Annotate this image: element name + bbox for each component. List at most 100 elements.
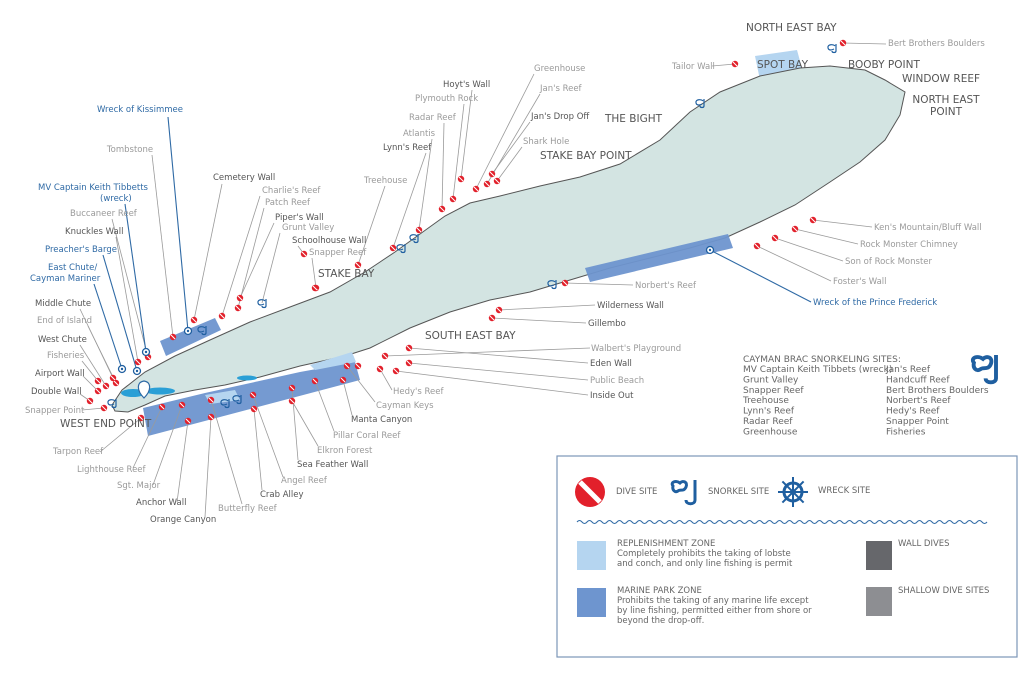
site-label-plymouth-rock[interactable]: Plymouth Rock [415,94,478,104]
site-label-norberts-reef[interactable]: Norbert's Reef [635,281,697,291]
dive-site-icon[interactable] [343,362,351,370]
dive-site-icon[interactable] [381,352,389,360]
dive-site-icon[interactable] [392,367,400,375]
snorkel-site-icon[interactable] [827,44,837,54]
site-label-snapper-point[interactable]: Snapper Point [25,406,85,416]
dive-site-icon[interactable] [207,396,215,404]
dive-site-icon[interactable] [488,314,496,322]
site-label-greenhouse[interactable]: Greenhouse [534,64,585,74]
dive-site-icon[interactable] [354,362,362,370]
dive-site-icon[interactable] [311,377,319,385]
site-label-rock-monster-chimney[interactable]: Rock Monster Chimney [860,240,958,250]
snorkel-site-icon[interactable] [396,244,406,254]
site-label-buccaneer-reef[interactable]: Buccaneer Reef [70,209,138,219]
dive-site-icon[interactable] [561,279,569,287]
dive-site-icon[interactable] [134,358,142,366]
dive-site-icon[interactable] [288,384,296,392]
dive-site-icon[interactable] [184,417,192,425]
snorkel-site-icon[interactable] [257,299,267,309]
dive-site-icon[interactable] [100,404,108,412]
dive-site-icon[interactable] [178,401,186,409]
site-label-elkron-forest[interactable]: Elkron Forest [317,446,373,456]
dive-site-icon[interactable] [495,306,503,314]
site-label-grunt-valley[interactable]: Grunt Valley [282,223,334,233]
dive-site-icon[interactable] [86,397,94,405]
site-label-knuckles-wall[interactable]: Knuckles Wall [65,227,123,237]
site-label-lighthouse-reef[interactable]: Lighthouse Reef [77,465,147,475]
dive-site-icon[interactable] [250,405,258,413]
site-label-cemetery-wall[interactable]: Cemetery Wall [213,173,275,183]
site-label-preachers-barge[interactable]: Preacher's Barge [45,245,117,255]
site-label-hedys-reef[interactable]: Hedy's Reef [393,387,444,397]
site-label-mv-tibbetts-2[interactable]: (wreck) [100,194,132,204]
dive-site-icon[interactable] [300,250,308,258]
site-label-lynns-reef[interactable]: Lynn's Reef [383,143,432,153]
site-label-gillembo[interactable]: Gillembo [588,319,626,329]
site-label-middle-chute[interactable]: Middle Chute [35,299,91,309]
site-label-hoyts-wall[interactable]: Hoyt's Wall [443,80,490,90]
dive-site-icon[interactable] [472,185,480,193]
dive-site-icon[interactable] [137,414,145,422]
wreck-site-icon[interactable] [141,347,151,357]
wreck-site-icon[interactable] [117,364,127,374]
site-label-snapper-reef[interactable]: Snapper Reef [309,248,367,258]
site-label-tailor-wall[interactable]: Tailor Wall [671,62,715,72]
dive-site-icon[interactable] [731,60,739,68]
site-label-east-chute-2[interactable]: Cayman Mariner [30,274,101,284]
dive-site-icon[interactable] [449,195,457,203]
snorkel-site-icon[interactable] [695,99,705,109]
site-label-manta-canyon[interactable]: Manta Canyon [351,415,412,425]
snorkel-site-icon[interactable] [220,399,230,409]
site-label-double-wall[interactable]: Double Wall [31,387,82,397]
site-label-prince-frederick[interactable]: Wreck of the Prince Frederick [813,298,937,308]
dive-site-icon[interactable] [169,333,177,341]
site-label-jans-drop-off[interactable]: Jan's Drop Off [530,112,590,122]
wreck-site-icon[interactable] [705,245,715,255]
dive-site-icon[interactable] [94,377,102,385]
wreck-site-icon[interactable] [132,366,142,376]
dive-site-icon[interactable] [354,261,362,269]
wreck-site-icon[interactable] [183,326,193,336]
site-label-tarpon-reef[interactable]: Tarpon Reef [52,447,104,457]
site-label-orange-canyon[interactable]: Orange Canyon [150,515,216,525]
dive-site-icon[interactable] [207,413,215,421]
site-label-treehouse[interactable]: Treehouse [363,176,407,186]
dive-site-icon[interactable] [158,403,166,411]
site-label-sea-feather-wall[interactable]: Sea Feather Wall [297,460,368,470]
dive-site-icon[interactable] [190,316,198,324]
dive-site-icon[interactable] [94,387,102,395]
site-label-kens-mountain[interactable]: Ken's Mountain/Bluff Wall [874,223,982,233]
site-label-pillar-coral-reef[interactable]: Pillar Coral Reef [333,431,401,441]
site-label-cayman-keys[interactable]: Cayman Keys [376,401,434,411]
dive-site-icon[interactable] [405,344,413,352]
dive-site-icon[interactable] [311,284,319,292]
dive-site-icon[interactable] [791,225,799,233]
site-label-inside-out[interactable]: Inside Out [590,391,634,401]
site-label-sgt-major[interactable]: Sgt. Major [117,481,161,491]
dive-site-icon[interactable] [249,391,257,399]
snorkel-site-icon[interactable] [197,326,207,336]
site-label-west-chute[interactable]: West Chute [38,335,87,345]
snorkel-site-icon[interactable] [409,234,419,244]
snorkel-site-icon[interactable] [547,280,557,290]
site-label-crab-alley[interactable]: Crab Alley [260,490,304,500]
site-label-public-beach[interactable]: Public Beach [590,376,644,386]
dive-site-icon[interactable] [405,359,413,367]
dive-site-icon[interactable] [457,175,465,183]
site-label-shark-hole[interactable]: Shark Hole [523,137,569,147]
site-label-angel-reef[interactable]: Angel Reef [281,476,328,486]
dive-site-icon[interactable] [236,294,244,302]
dive-site-icon[interactable] [809,216,817,224]
site-label-atlantis[interactable]: Atlantis [403,129,436,139]
site-label-butterfly-reef[interactable]: Butterfly Reef [218,504,278,514]
site-label-schoolhouse-wall[interactable]: Schoolhouse Wall [292,236,366,246]
site-label-airport-wall[interactable]: Airport Wall [35,369,85,379]
dive-site-icon[interactable] [112,379,120,387]
site-label-anchor-wall[interactable]: Anchor Wall [136,498,186,508]
site-label-radar-reef[interactable]: Radar Reef [409,113,457,123]
snorkel-site-icon[interactable] [232,395,242,405]
dive-site-icon[interactable] [483,180,491,188]
dive-site-icon[interactable] [753,242,761,250]
dive-site-icon[interactable] [376,365,384,373]
dive-site-icon[interactable] [288,397,296,405]
